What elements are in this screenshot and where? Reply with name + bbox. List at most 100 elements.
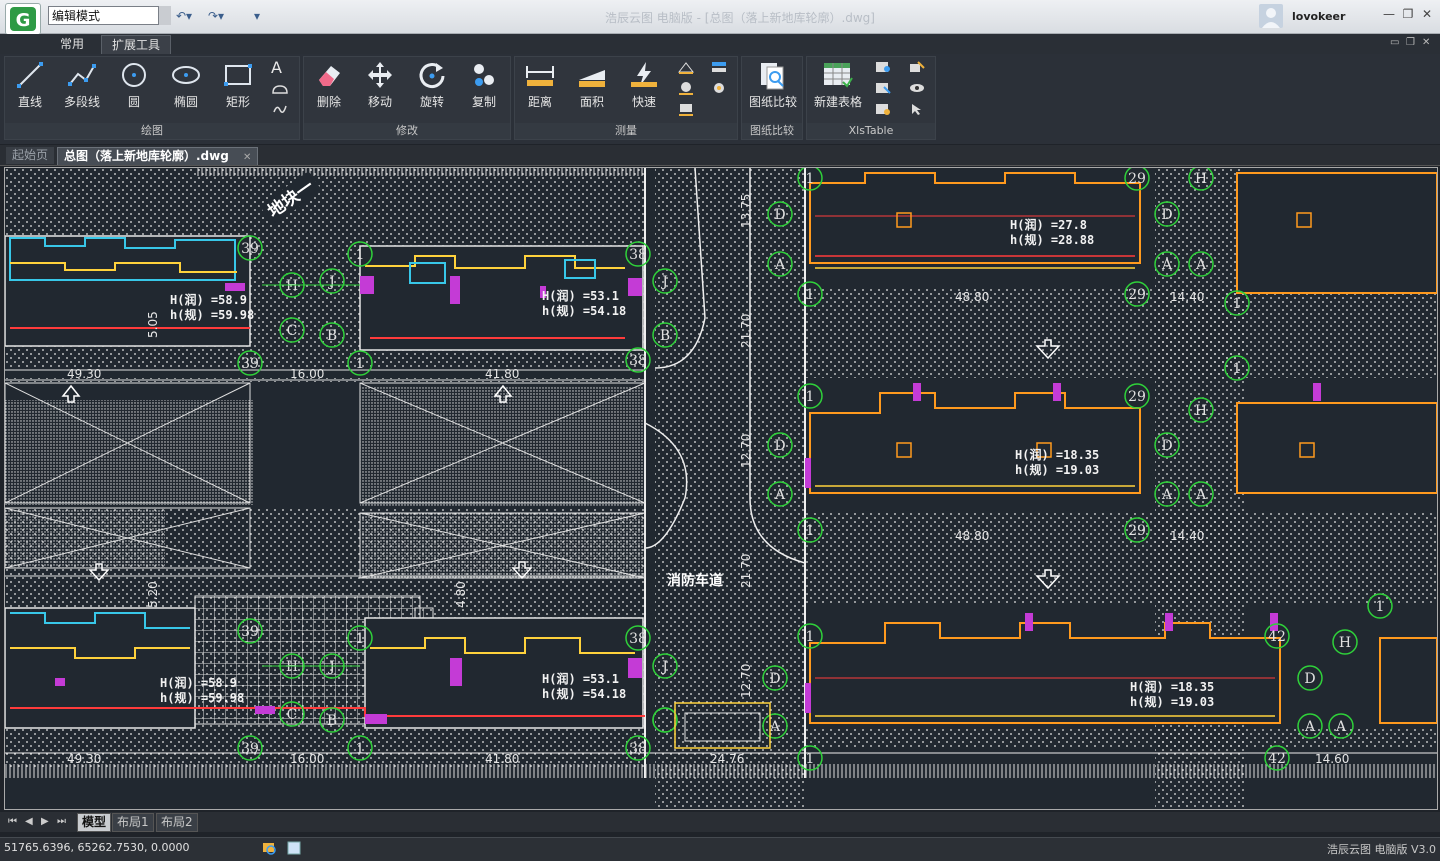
mdi-minimize-icon[interactable]: ▭ (1390, 37, 1400, 48)
revision-tool-icon[interactable] (271, 102, 289, 119)
rectangle-button[interactable]: 矩形 (215, 60, 261, 110)
svg-text:29: 29 (1128, 171, 1146, 187)
group-measure-label: 测量 (515, 123, 737, 139)
svg-text:A: A (1161, 257, 1173, 273)
measure-coord-icon[interactable] (710, 60, 728, 74)
quick-measure-button[interactable]: 快速 (621, 60, 667, 110)
mode-select[interactable]: 编辑模式 (48, 6, 170, 25)
measure-arc-icon[interactable] (677, 102, 695, 116)
app-logo-icon[interactable]: G (5, 3, 41, 35)
circle-icon (122, 63, 146, 87)
measure-angle-icon[interactable] (677, 60, 695, 74)
snap-icon (263, 843, 276, 855)
tab-layout1[interactable]: 布局1 (112, 813, 154, 832)
svg-text:4.80: 4.80 (454, 581, 468, 608)
table-tool-5-icon[interactable] (908, 81, 926, 95)
status-tools (262, 840, 302, 859)
svg-text:41.80: 41.80 (485, 752, 519, 766)
line-button[interactable]: 直线 (7, 60, 53, 110)
table-tool-6-icon[interactable] (908, 102, 926, 116)
minimize-button[interactable]: — (1383, 7, 1395, 21)
move-label: 移动 (367, 95, 392, 109)
tab-extended-tools[interactable]: 扩展工具 (101, 35, 172, 54)
svg-text:21.70: 21.70 (739, 314, 753, 348)
copy-button[interactable]: 复制 (461, 60, 507, 110)
svg-text:H: H (1339, 635, 1351, 651)
table-tool-3-icon[interactable] (874, 102, 892, 116)
svg-text:1: 1 (1233, 296, 1242, 312)
restore-button[interactable]: ❐ (1402, 7, 1414, 21)
tab-model[interactable]: 模型 (77, 813, 112, 832)
compare-drawings-button[interactable]: 图纸比较 (749, 60, 797, 110)
table-icon (824, 63, 853, 88)
svg-text:14.60: 14.60 (1315, 752, 1349, 766)
tab-common[interactable]: 常用 (60, 37, 85, 51)
new-table-button[interactable]: 新建表格 (814, 60, 862, 110)
svg-text:29: 29 (1128, 389, 1146, 405)
cloud-tool-icon[interactable] (271, 81, 289, 98)
measure-settings-icon[interactable] (710, 81, 728, 95)
tab-start-page[interactable]: 起始页 (6, 147, 55, 164)
next-layout-icon[interactable]: ▶ (41, 816, 49, 827)
text-tool-icon[interactable]: A (271, 58, 282, 77)
mode-dropdown-button[interactable] (158, 6, 171, 25)
table-tool-2-icon[interactable] (874, 81, 892, 95)
delete-button[interactable]: 删除 (306, 60, 352, 110)
rectangle-icon (224, 64, 252, 86)
user-avatar[interactable] (1259, 4, 1283, 28)
svg-text:J: J (660, 659, 668, 675)
document-tab-bar (0, 145, 1440, 166)
circle-button[interactable]: 圆 (111, 60, 157, 110)
height-label-6: H(润) =53.1 (542, 671, 619, 686)
last-layout-icon[interactable]: ⏭ (57, 816, 66, 827)
svg-text:A: A (1195, 257, 1207, 273)
svg-text:D: D (774, 207, 785, 223)
quick-measure-label: 快速 (631, 95, 656, 109)
tab-layout2[interactable]: 布局2 (156, 813, 198, 832)
distance-button[interactable]: 距离 (517, 60, 563, 110)
redo-icon[interactable]: ↷▾ (208, 9, 225, 23)
close-button[interactable]: ✕ (1421, 7, 1433, 21)
quick-access-more-icon[interactable]: ▾ (254, 9, 261, 23)
area-button[interactable]: 面积 (569, 60, 615, 110)
group-draw-label: 绘图 (5, 123, 299, 139)
polyline-button[interactable]: 多段线 (59, 60, 105, 110)
rotate-button[interactable]: 旋转 (409, 60, 455, 110)
height-label-3b: h(规) =28.88 (1010, 232, 1094, 247)
tab-current-drawing[interactable]: 总图（落上新地库轮廓）.dwg ✕ (57, 147, 259, 165)
height-label-2b: h(规) =54.18 (542, 303, 626, 318)
svg-text:1: 1 (806, 751, 815, 767)
height-label-1: H(润) =58.9 (170, 292, 247, 307)
svg-text:29: 29 (1128, 523, 1146, 539)
compare-icon (761, 63, 784, 90)
mdi-close-icon[interactable]: ✕ (1422, 37, 1431, 48)
circle-label: 圆 (127, 95, 140, 109)
title-bar (0, 0, 1440, 34)
first-layout-icon[interactable]: ⏮ (8, 816, 17, 827)
mdi-restore-icon[interactable]: ❐ (1406, 37, 1415, 48)
height-label-7: H(润) =18.35 (1130, 679, 1214, 694)
measure-radius-icon[interactable] (677, 81, 695, 95)
svg-text:1: 1 (356, 741, 365, 757)
svg-text:39: 39 (241, 741, 259, 757)
undo-icon[interactable]: ↶▾ (176, 9, 193, 23)
svg-text:1: 1 (356, 247, 365, 263)
height-label-7b: h(规) =19.03 (1130, 694, 1214, 709)
user-name[interactable]: lovokeer (1292, 10, 1346, 23)
polyline-icon (68, 64, 96, 86)
svg-text:H: H (286, 278, 298, 294)
prev-layout-icon[interactable]: ◀ (25, 816, 33, 827)
height-label-3: H(润) =27.8 (1010, 217, 1087, 232)
svg-text:A: A (1195, 487, 1207, 503)
ellipse-button[interactable]: 椭圆 (163, 60, 209, 110)
svg-text:49.30: 49.30 (67, 367, 101, 381)
table-tool-1-icon[interactable] (874, 60, 892, 74)
rotate-icon (419, 63, 445, 89)
area-label: 面积 (579, 95, 604, 109)
close-tab-icon[interactable]: ✕ (243, 152, 252, 163)
table-tool-4-icon[interactable] (908, 60, 926, 74)
move-button[interactable]: 移动 (357, 60, 403, 110)
svg-text:14.40: 14.40 (1170, 529, 1204, 543)
